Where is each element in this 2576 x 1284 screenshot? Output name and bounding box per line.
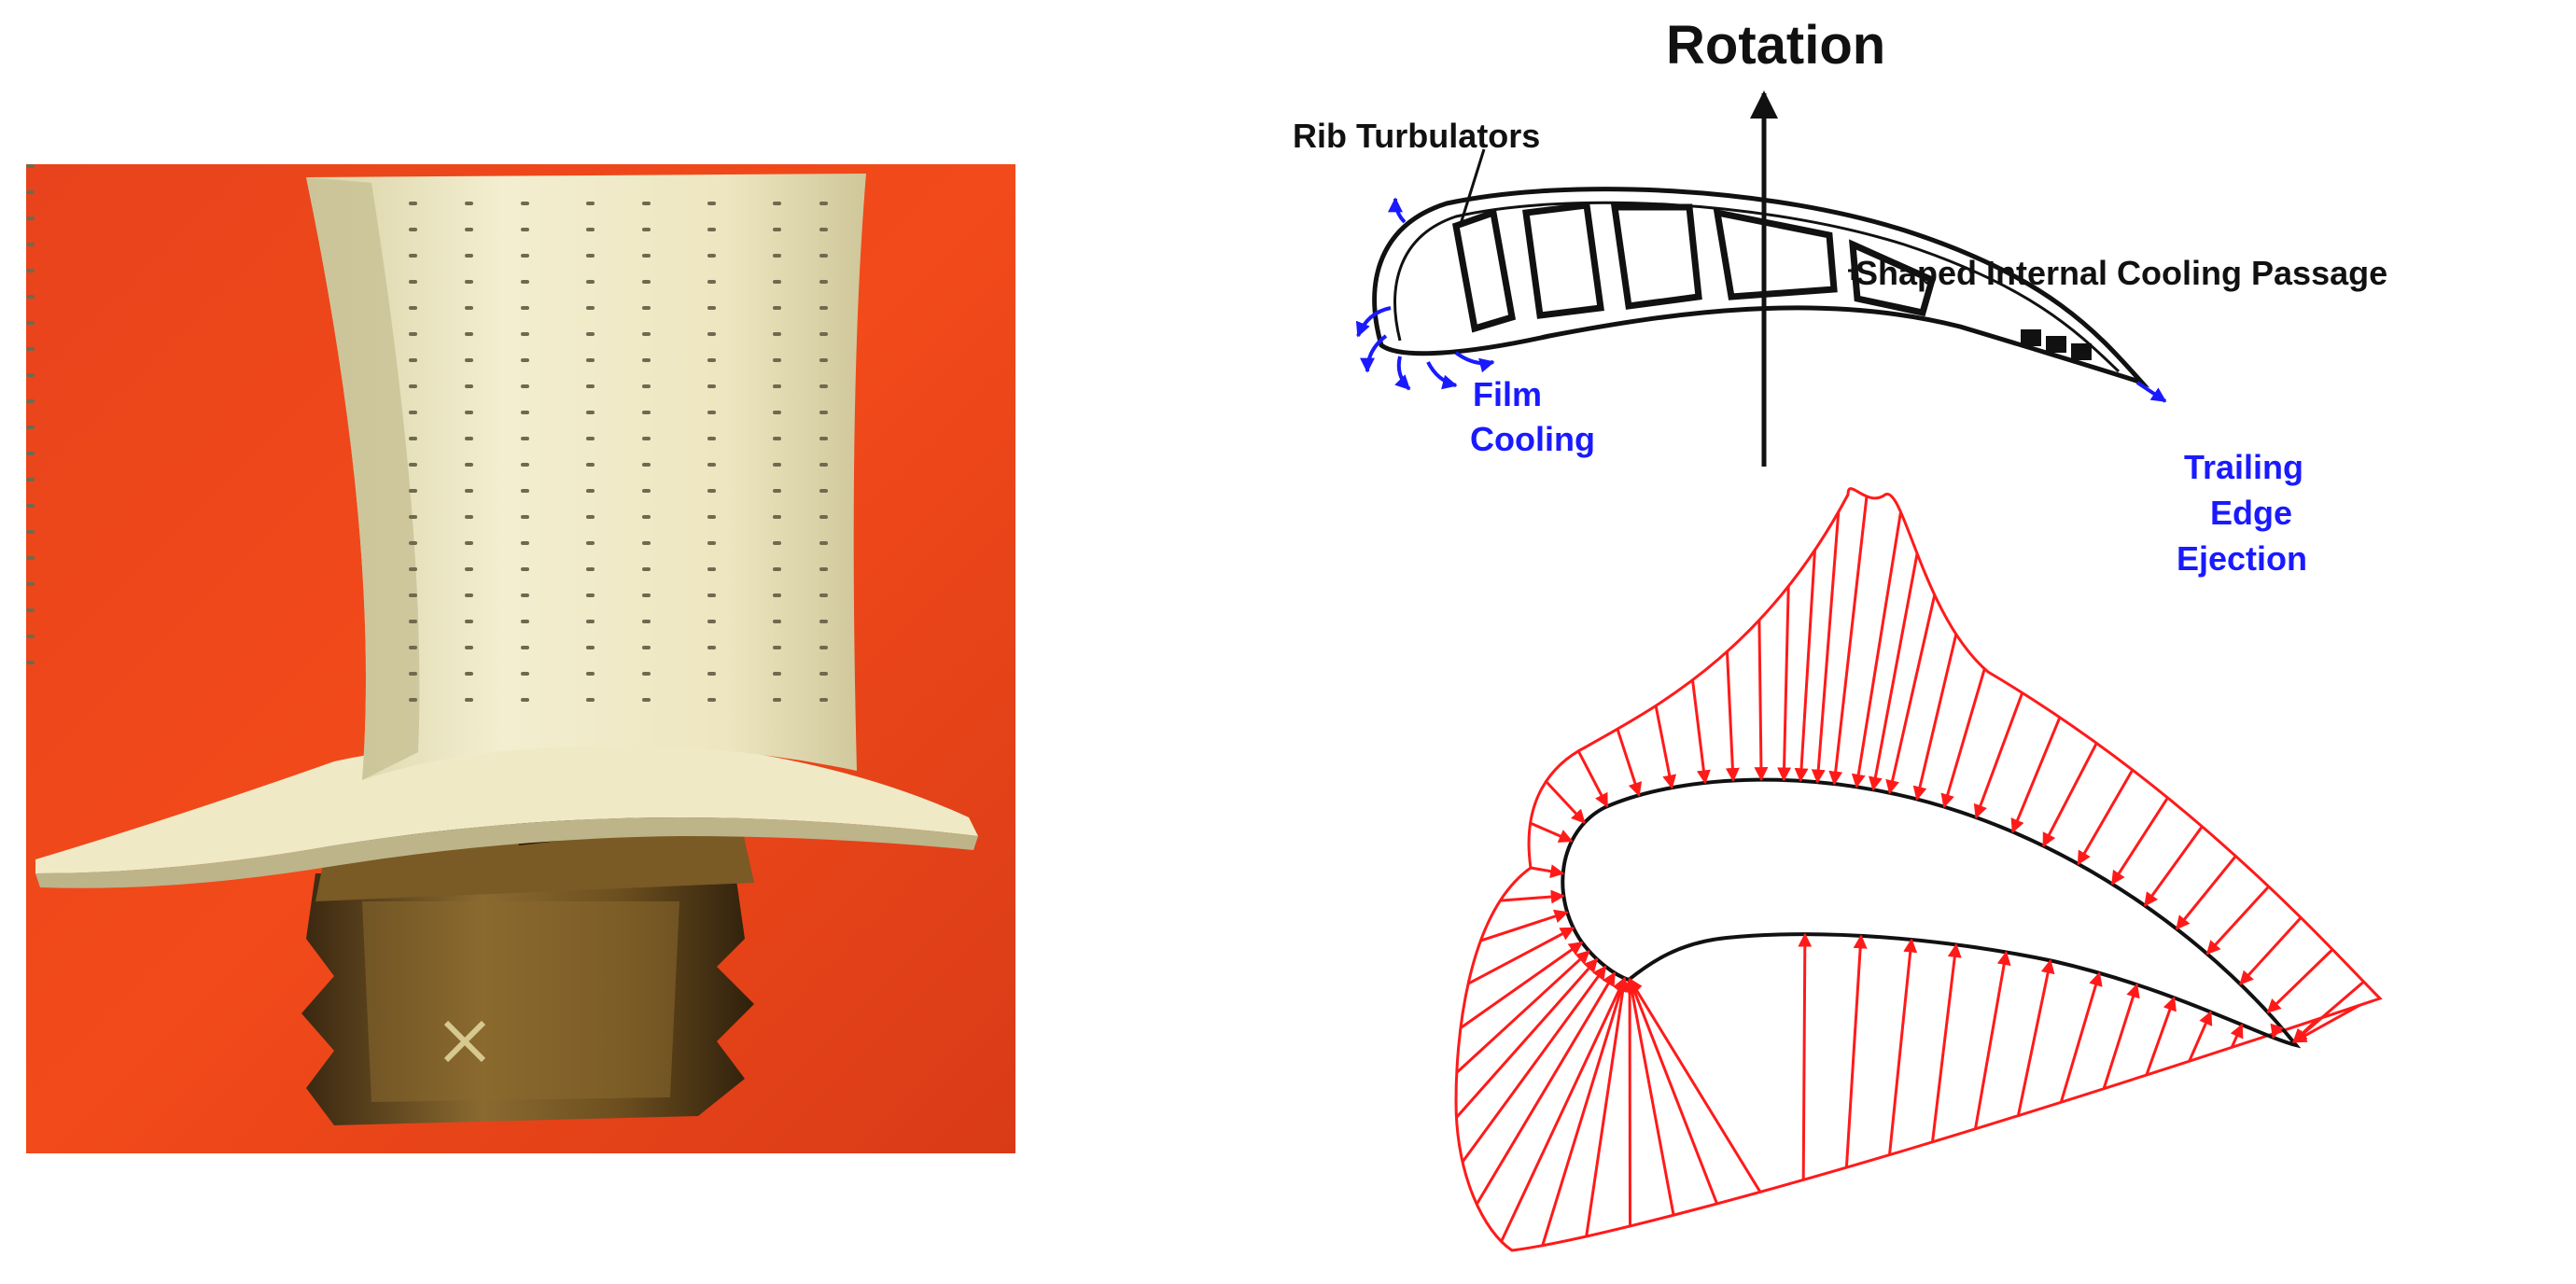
pressure-distribution <box>1454 487 2383 1252</box>
pressure-arrow <box>1576 750 1609 808</box>
pressure-arrow <box>1912 634 1958 801</box>
pressure-arrow <box>2110 797 2169 886</box>
pressure-arrow <box>1500 976 1627 1243</box>
pressure-arrow <box>1475 971 1617 1206</box>
pressure-arrow <box>1931 942 1962 1142</box>
pressure-arrow <box>2102 983 2140 1090</box>
pressure-arrow <box>1654 705 1677 789</box>
pressure-arrow <box>1455 950 1590 1074</box>
pressure-arrow <box>2239 916 2303 985</box>
pressure-arrow <box>2205 886 2270 956</box>
pressure-arrow <box>1455 957 1599 1119</box>
pressure-arrow <box>2270 1023 2284 1040</box>
pressure-arrow <box>2145 996 2177 1076</box>
pressure-arrow <box>1625 977 1675 1216</box>
pressure-arrow <box>1500 889 1565 904</box>
shaped-passage-label: Shaped Internal Cooling Passage <box>1855 254 2387 292</box>
film-cooling-label-line2: Cooling <box>1470 420 1595 458</box>
trailing-edge-label-line1: Trailing <box>2184 448 2303 486</box>
pressure-arrow <box>1530 864 1565 879</box>
rotation-label: Rotation <box>1666 15 1885 76</box>
pressure-arrow <box>2175 855 2237 930</box>
pressure-arrow <box>2143 825 2204 907</box>
pressure-arrow <box>1461 965 1607 1163</box>
pressure-airfoil-profile <box>1561 777 2302 1049</box>
turbine-blade-photo <box>26 164 1015 1153</box>
pressure-arrow <box>1754 620 1769 782</box>
pressure-arrow <box>1460 941 1584 1029</box>
film-cooling-label-line1: Film <box>1473 375 1542 413</box>
pressure-arrow <box>1585 976 1631 1237</box>
pressure-arrow <box>1973 691 2024 819</box>
blade-airfoil <box>306 174 866 780</box>
pressure-arrow <box>1627 977 1718 1205</box>
pressure-arrow <box>1777 586 1792 782</box>
pressure-arrow <box>1940 668 1986 809</box>
pressure-arrow <box>1530 821 1574 843</box>
pressure-arrow <box>1888 938 1918 1155</box>
rib-turbulators-label: Rib Turbulators <box>1293 117 1540 155</box>
leader-lines <box>1459 148 1855 272</box>
pressure-arrow <box>2266 948 2334 1013</box>
pressure-arrow <box>1794 550 1816 783</box>
blade-platform <box>35 736 978 873</box>
pressure-arrow <box>1725 651 1740 782</box>
pressure-arrow <box>1545 780 1586 824</box>
pressure-arrow <box>2016 958 2055 1116</box>
pressure-arrow <box>1885 594 1937 795</box>
trailing-edge-label-line3: Ejection <box>2177 539 2307 578</box>
rib-turbulator-blocks <box>2021 329 2092 360</box>
pressure-arrow <box>1974 951 2011 1130</box>
pressure-arrow <box>2010 717 2062 833</box>
film-cooling-jets <box>1355 197 2167 403</box>
pressure-arrow <box>1798 932 1813 1180</box>
pressure-arrows <box>1455 495 2365 1247</box>
internal-cooling-passages <box>1452 202 1937 333</box>
pressure-arrow <box>1811 511 1841 784</box>
pressure-arrow <box>1480 909 1569 942</box>
pressure-arrow <box>1467 927 1575 985</box>
pressure-arrow <box>1628 977 1762 1193</box>
trailing-edge-label-line2: Edge <box>2210 494 2292 532</box>
pressure-arrow <box>2077 769 2135 866</box>
pressure-arrow <box>1869 553 1919 791</box>
pressure-arrow <box>2041 742 2098 847</box>
film-cooling-holes <box>26 164 828 702</box>
airfoil-cross-section <box>1372 187 2150 388</box>
pressure-arrow <box>1691 679 1711 785</box>
pressure-arrow <box>1828 495 1869 786</box>
pressure-arrow <box>2188 1011 2213 1062</box>
pressure-arrow <box>2292 980 2365 1043</box>
pressure-arrow <box>1616 728 1643 797</box>
pressure-arrow <box>1844 934 1868 1168</box>
pressure-envelope <box>1454 487 2383 1252</box>
pressure-arrow <box>1851 511 1902 789</box>
pressure-arrow <box>2230 1023 2244 1049</box>
pressure-arrow <box>1541 976 1628 1247</box>
pressure-arrow <box>2059 971 2103 1103</box>
